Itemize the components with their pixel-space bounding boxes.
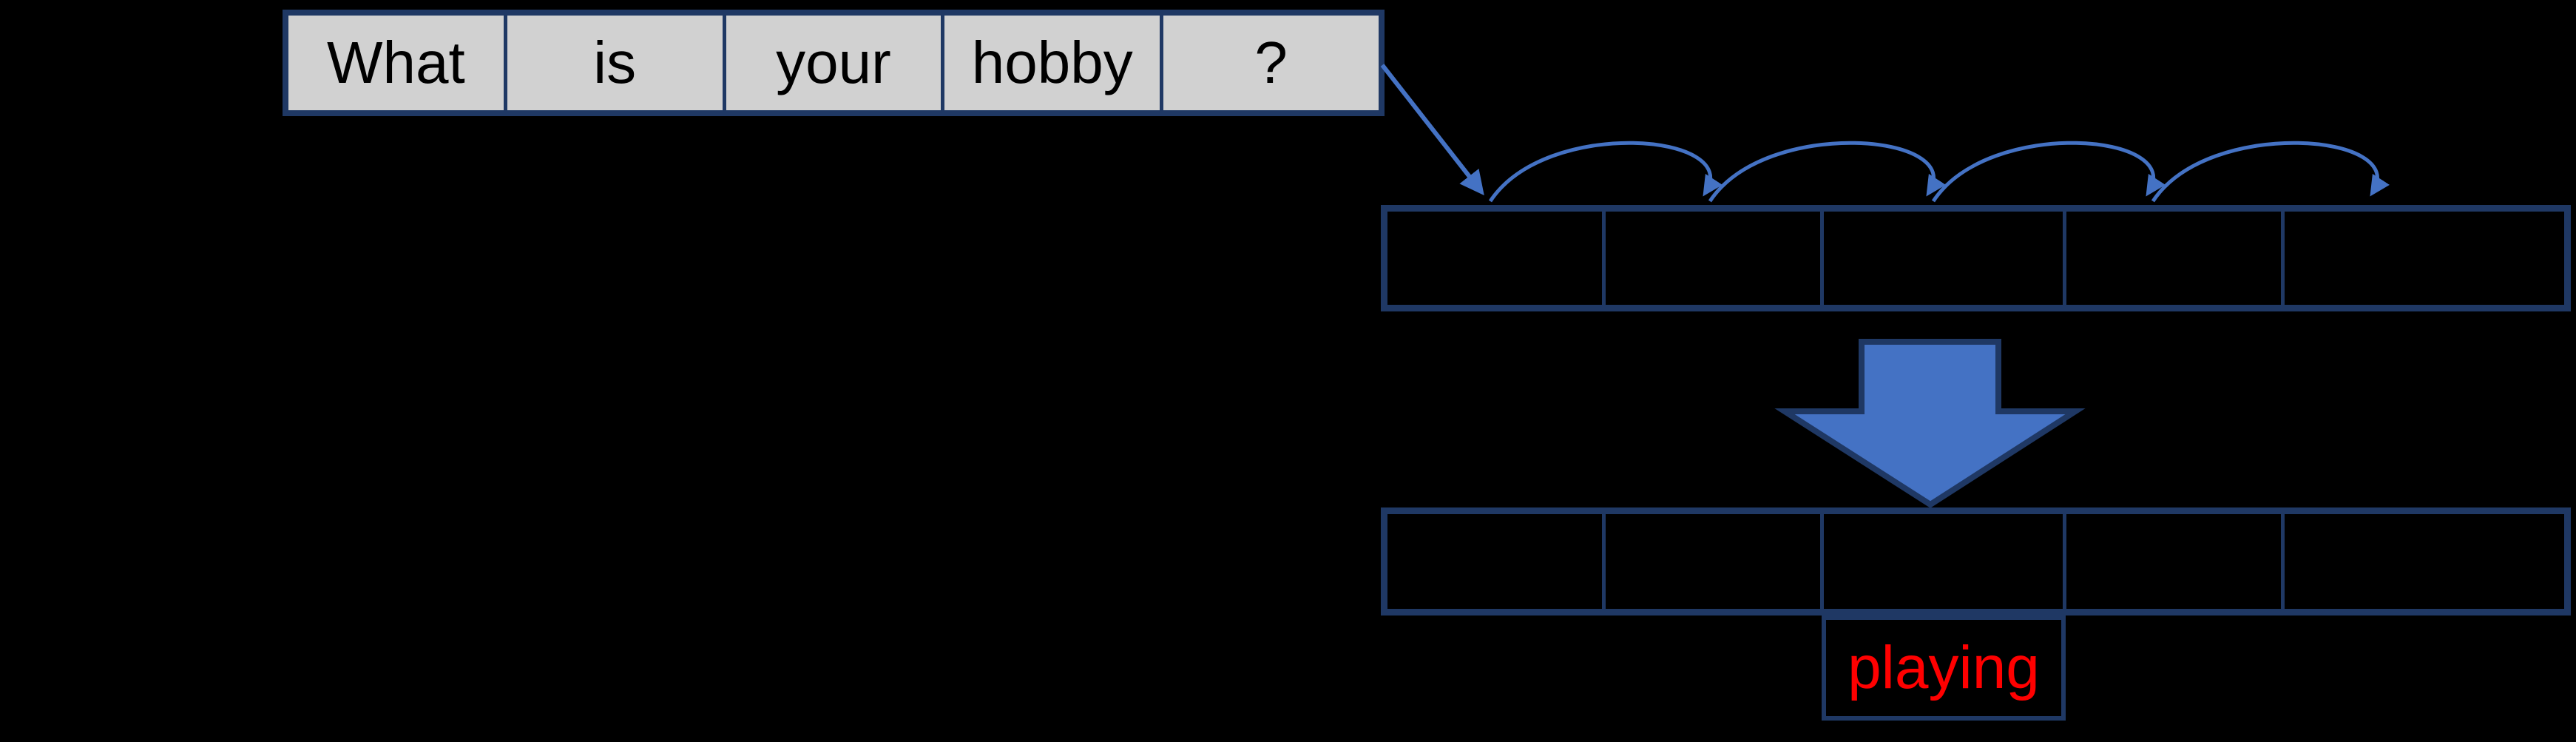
prediction-box: playing — [1822, 615, 2066, 721]
input-word-row: What is your hobby ? — [283, 10, 1385, 116]
process-cell — [1606, 212, 1825, 305]
process-cell — [1824, 212, 2066, 305]
output-slot-row — [1381, 507, 2571, 615]
process-cell — [2066, 212, 2285, 305]
hop-arc-2-icon — [1708, 141, 1946, 203]
input-word-cell: is — [507, 16, 726, 110]
hop-arc-3-icon — [1931, 141, 2166, 203]
output-cell — [2066, 514, 2285, 609]
output-cell — [1387, 514, 1606, 609]
hop-arc-4-icon — [2151, 141, 2390, 203]
input-word-cell: ? — [1254, 30, 1288, 95]
diagonal-arrow — [1380, 64, 1484, 196]
output-cell — [2285, 514, 2564, 609]
process-cell — [1387, 212, 1606, 305]
prediction-label: playing — [1848, 634, 2040, 701]
block-down-arrow-icon — [1774, 339, 2086, 508]
process-slot-row — [1381, 205, 2571, 311]
input-word-cell: What — [288, 16, 507, 110]
output-cell — [1824, 514, 2066, 609]
hop-arc-1-icon — [1488, 141, 1723, 203]
input-word-cell: your — [726, 16, 945, 110]
process-cell — [2285, 212, 2564, 305]
output-cell — [1606, 514, 1825, 609]
input-word-cell: hobby — [944, 16, 1164, 110]
